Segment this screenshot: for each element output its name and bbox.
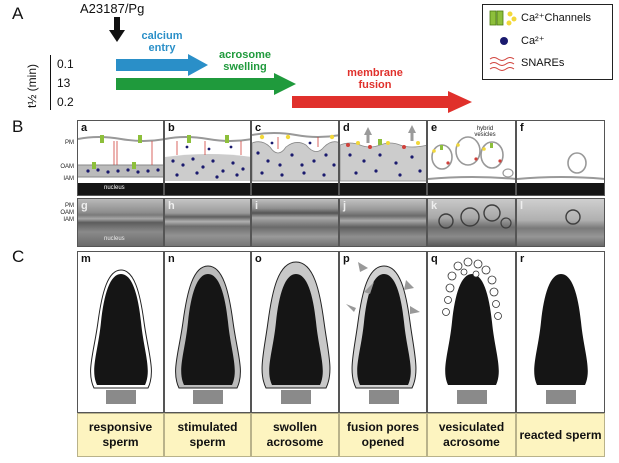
schematic-nucleus-label: nucleus: [104, 185, 125, 191]
caption-fusion-pores-opened: fusion pores opened: [339, 413, 427, 457]
panel-label-f: f: [520, 122, 524, 134]
panel-label-p: p: [343, 253, 350, 265]
em-k-vesicles: [438, 204, 512, 229]
sperm-panel-q: q: [427, 251, 516, 413]
em-l-vesicle: [565, 209, 581, 225]
panel-label-m: m: [81, 253, 91, 265]
em-label-pm: PM: [65, 203, 74, 209]
panel-label-n: n: [168, 253, 175, 265]
panel-label-c: c: [255, 122, 262, 134]
tick-calcium: 0.1: [57, 57, 74, 71]
panel-label-o: o: [255, 253, 262, 265]
schematic-panel-e: e hybrid vesicles: [427, 120, 516, 196]
schematic-a-graphic: [78, 135, 163, 195]
schematic-panel-d: d: [339, 120, 427, 196]
em-label-i: i: [255, 200, 259, 212]
sperm-r-graphic: [534, 274, 588, 404]
em-panel-j: j: [339, 198, 427, 247]
down-arrow-icon: [109, 17, 125, 42]
snare-icon: [489, 57, 515, 71]
sperm-p-graphic: [346, 262, 420, 404]
schematic-panel-b: b: [164, 120, 251, 196]
em-panel-g: g nucleus: [77, 198, 164, 247]
acrosome-swelling-label: acrosome swelling: [219, 49, 271, 73]
sperm-panel-o: o: [251, 251, 339, 413]
legend: Ca²⁺Channels Ca²⁺ SNAREs: [482, 4, 613, 80]
sperm-panel-n: n: [164, 251, 251, 413]
calcium-entry-arrow: [116, 54, 208, 76]
em-label-k: k: [431, 200, 438, 212]
membrane-fusion-label: membrane fusion: [347, 67, 403, 91]
sperm-o-graphic: [261, 261, 331, 404]
caption-stimulated-sperm: stimulated sperm: [164, 413, 251, 457]
schematic-panel-f: f: [516, 120, 605, 196]
sperm-n-graphic: [175, 265, 241, 404]
schematic-d-graphic: [340, 125, 426, 195]
em-label-h: h: [168, 200, 175, 212]
schematic-c-graphic: [252, 132, 338, 195]
caption-responsive-sperm: responsive sperm: [77, 413, 164, 457]
em-label-j: j: [343, 200, 347, 212]
section-label-b: B: [12, 117, 24, 136]
hybrid-vesicles-label: hybrid vesicles: [474, 126, 496, 138]
channel-icon: [489, 10, 517, 26]
schematic-b-graphic: [165, 135, 250, 195]
section-label-c: C: [12, 247, 25, 266]
panel-label-b: b: [168, 122, 175, 134]
caption-swollen-acrosome: swollen acrosome: [251, 413, 339, 457]
schematic-label-oam: OAM: [60, 164, 74, 170]
em-panel-i: i: [251, 198, 339, 247]
sperm-panel-m: m: [77, 251, 164, 413]
caption-reacted-sperm: reacted sperm: [516, 413, 605, 457]
legend-calcium-label: Ca²⁺: [521, 35, 545, 47]
time-axis-line: [50, 55, 51, 110]
acrosome-swelling-arrow: [116, 73, 296, 95]
panel-label-d: d: [343, 122, 350, 134]
schematic-panel-a: a nucleus: [77, 120, 164, 196]
em-panel-l: l: [516, 198, 605, 247]
em-label-g: g: [81, 200, 88, 212]
time-axis-label: t½ (min): [25, 64, 39, 109]
em-label-l: l: [520, 200, 524, 212]
panel-label-e: e: [431, 122, 438, 134]
calcium-dot-icon: [500, 37, 508, 45]
em-panel-h: h: [164, 198, 251, 247]
sperm-q-graphic: [442, 257, 502, 404]
tick-fusion: 0.2: [57, 95, 74, 109]
sperm-panel-r: r: [516, 251, 605, 413]
panel-label-a: a: [81, 122, 88, 134]
caption-vesiculated-acrosome: vesiculated acrosome: [427, 413, 516, 457]
em-panel-k: k: [427, 198, 516, 247]
em-nucleus-label: nucleus: [104, 236, 125, 242]
legend-channels-label: Ca²⁺Channels: [521, 12, 592, 24]
em-label-iam: IAM: [63, 217, 74, 223]
em-label-oam: OAM: [60, 210, 74, 216]
legend-snares-label: SNAREs: [521, 57, 565, 69]
calcium-entry-label: calcium entry: [141, 30, 183, 54]
membrane-fusion-arrow: [292, 91, 472, 113]
schematic-f-graphic: [517, 152, 604, 195]
tick-swelling: 13: [57, 76, 71, 90]
schematic-label-iam: IAM: [63, 176, 74, 182]
schematic-panel-c: c: [251, 120, 339, 196]
sperm-panel-p: p: [339, 251, 427, 413]
schematic-e-graphic: [428, 136, 515, 195]
panel-label-r: r: [520, 253, 525, 265]
schematic-label-pm: PM: [65, 140, 74, 146]
treatment-label: A23187/Pg: [80, 1, 145, 16]
section-label-a: A: [12, 4, 24, 23]
sperm-m-graphic: [90, 269, 152, 404]
panel-label-q: q: [431, 253, 438, 265]
